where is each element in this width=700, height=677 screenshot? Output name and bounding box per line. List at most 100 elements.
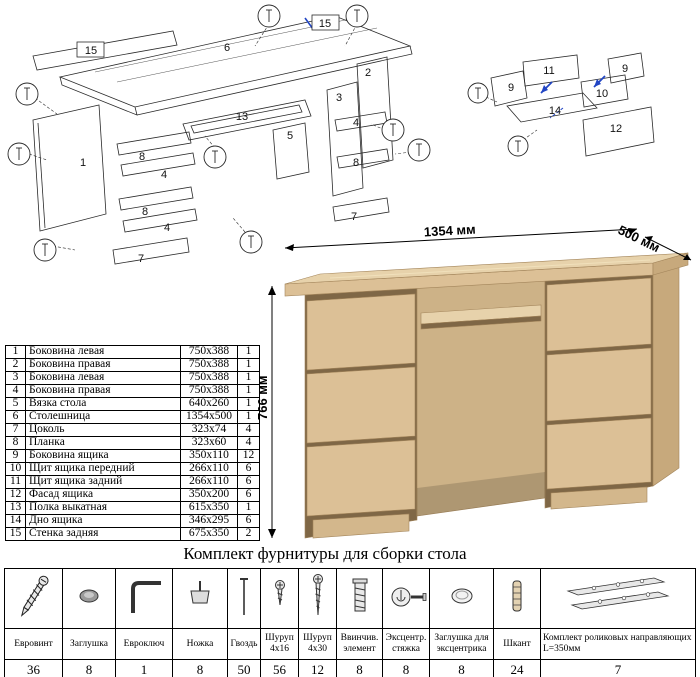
part-qty: 1 xyxy=(237,345,260,359)
part-name: Фасад ящика xyxy=(25,488,181,502)
hardware-qty: 50 xyxy=(227,659,261,677)
main-exploded-diagram: 15 6 15 1 8 4 8 4 7 13 5 2 3 4 8 7 xyxy=(7,4,431,265)
roller-slides-icon xyxy=(566,577,670,610)
part-qty: 1 xyxy=(237,371,260,385)
part-label: 4 xyxy=(353,117,359,129)
part-size: 350x110 xyxy=(180,449,238,463)
hardware-qty: 56 xyxy=(260,659,299,677)
hex-key-icon xyxy=(131,581,161,613)
screw-4x30-icon xyxy=(312,574,323,616)
hardware-icon-cell xyxy=(260,568,299,629)
part-name: Боковина левая xyxy=(25,345,181,359)
hardware-name: Евроключ xyxy=(115,628,173,660)
part-number: 8 xyxy=(5,436,26,450)
blue-arrowheads xyxy=(541,79,601,93)
hardware-name: Эксцентр. стяжка xyxy=(382,628,430,660)
part-qty: 6 xyxy=(237,462,260,476)
part-label: 11 xyxy=(543,65,554,77)
cam-lock-icon xyxy=(391,587,427,607)
drawer-front xyxy=(546,347,652,422)
drawer-front xyxy=(546,277,652,352)
part-size: 266x110 xyxy=(180,462,238,476)
hardware-icon-cell xyxy=(115,568,173,629)
part-size: 323x74 xyxy=(180,423,238,437)
part-name: Столешница xyxy=(25,410,181,424)
plinth xyxy=(550,486,648,510)
part-size: 640x260 xyxy=(180,397,238,411)
part-number: 15 xyxy=(5,527,26,541)
part-qty: 1 xyxy=(237,384,260,398)
part-number: 9 xyxy=(5,449,26,463)
plug-icon xyxy=(79,589,99,603)
screw-detail-callout-icons xyxy=(467,82,529,157)
main-diagram-part-labels: 15 6 15 1 8 4 8 4 7 13 5 2 3 4 8 7 xyxy=(80,18,371,265)
desk-body xyxy=(284,252,689,539)
part-label: 12 xyxy=(610,123,622,135)
part-number: 5 xyxy=(5,397,26,411)
cam-cover-icon xyxy=(451,588,472,604)
hardware-icon-cell xyxy=(540,568,696,629)
part-number: 12 xyxy=(5,488,26,502)
part-name: Дно ящика xyxy=(25,514,181,528)
hardware-name: Шкант xyxy=(493,628,541,660)
hardware-kit-title: Комплект фурнитуры для сборки стола xyxy=(183,544,467,563)
part-name: Цоколь xyxy=(25,423,181,437)
part-size: 1354x500 xyxy=(180,410,238,424)
hardware-qty: 36 xyxy=(4,659,63,677)
part-number: 10 xyxy=(5,462,26,476)
part-label: 7 xyxy=(351,211,357,223)
hardware-icon-cell xyxy=(172,568,228,629)
dowel-icon xyxy=(512,580,522,612)
part-qty: 1 xyxy=(237,358,260,372)
hardware-qty: 8 xyxy=(336,659,383,677)
hardware-qty: 8 xyxy=(62,659,116,677)
drawer-exploded-diagram: 11 9 14 10 9 12 xyxy=(467,52,655,157)
hardware-qty: 8 xyxy=(429,659,494,677)
screw-in-element-icon xyxy=(352,578,368,612)
part-qty: 12 xyxy=(237,449,260,463)
drawer-front xyxy=(306,293,416,371)
part-size: 615x350 xyxy=(180,501,238,515)
desk-render: 1354 мм 500 мм 766 мм xyxy=(255,222,692,539)
part-number: 13 xyxy=(5,501,26,515)
part-label: 7 xyxy=(138,253,144,265)
part-name: Полка выкатная xyxy=(25,501,181,515)
part-label: 6 xyxy=(224,42,230,54)
part-qty: 1 xyxy=(237,501,260,515)
part-size: 266x110 xyxy=(180,475,238,489)
part-name: Боковина левая xyxy=(25,371,181,385)
part-number: 7 xyxy=(5,423,26,437)
part-number: 6 xyxy=(5,410,26,424)
part-label: 9 xyxy=(508,82,514,94)
drawer-diagram-part-labels: 11 9 14 10 9 12 xyxy=(508,63,628,135)
part-name: Стенка задняя xyxy=(25,527,181,541)
drawer-front xyxy=(546,417,652,490)
foot-icon xyxy=(190,581,210,604)
hardware-qty: 1 xyxy=(115,659,173,677)
drawer-front xyxy=(306,366,416,444)
part-size: 346x295 xyxy=(180,514,238,528)
hardware-icon-cell xyxy=(62,568,116,629)
part-name: Боковина ящика xyxy=(25,449,181,463)
part-number: 1 xyxy=(5,345,26,359)
hardware-icon-cell xyxy=(298,568,337,629)
drawer-diagram-lines xyxy=(485,52,655,157)
part-label: 1 xyxy=(80,157,86,169)
part-number: 2 xyxy=(5,358,26,372)
hardware-icon-cell xyxy=(227,568,261,629)
nail-icon xyxy=(240,578,248,615)
part-name: Боковина правая xyxy=(25,384,181,398)
part-label: 9 xyxy=(622,63,628,75)
hardware-names-row: Евровинт Заглушка Евроключ Ножка Гвоздь … xyxy=(4,628,696,660)
tabletop-surface xyxy=(284,252,689,285)
dim-width-label: 1354 мм xyxy=(423,222,476,240)
part-label: 3 xyxy=(336,92,342,104)
hardware-icon-cell xyxy=(4,568,63,629)
